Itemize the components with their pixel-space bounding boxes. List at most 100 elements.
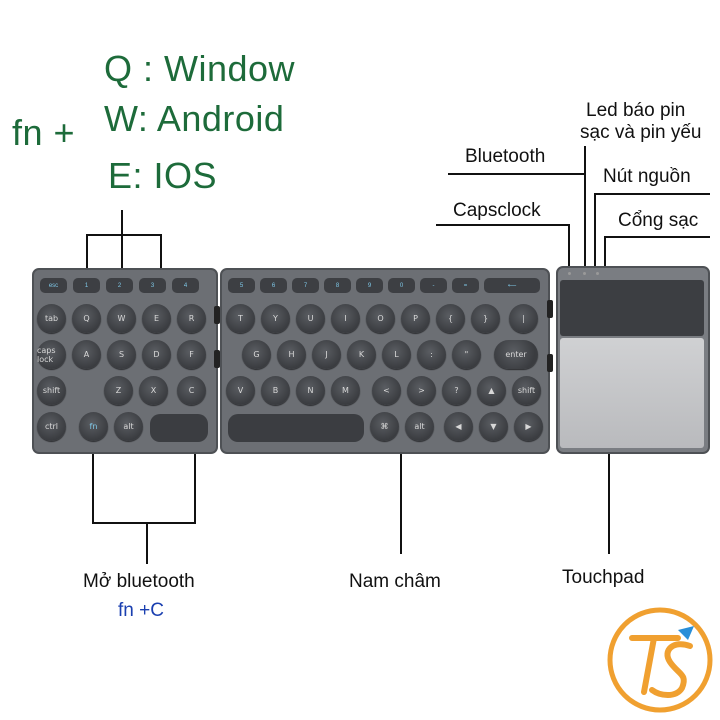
shortcut-e: E: IOS bbox=[108, 155, 218, 196]
key-question[interactable]: ? bbox=[442, 376, 471, 405]
key-w[interactable]: W bbox=[107, 304, 136, 333]
ts-logo-icon bbox=[607, 607, 713, 713]
leader-capslock-h bbox=[436, 224, 568, 226]
key-shift-right[interactable]: shift bbox=[512, 376, 541, 405]
key-y[interactable]: Y bbox=[261, 304, 290, 333]
hinge-left-bottom bbox=[214, 350, 220, 368]
leader-charge-h bbox=[604, 236, 710, 238]
key-x[interactable]: X bbox=[139, 376, 168, 405]
fn-prefix: fn + bbox=[12, 112, 76, 153]
key-ctrl[interactable]: ctrl bbox=[37, 412, 66, 441]
leader-fnc-stem bbox=[146, 522, 148, 564]
key-pipe[interactable]: | bbox=[509, 304, 538, 333]
keyboard-middle-section: 5 6 7 8 9 0 - = ⟵ T Y U I O P { } | G H … bbox=[220, 268, 550, 454]
fn-key[interactable]: 6 bbox=[260, 278, 287, 293]
fn-key[interactable]: 3 bbox=[139, 278, 166, 293]
leader-power bbox=[594, 193, 596, 266]
key-f[interactable]: F bbox=[177, 340, 206, 369]
spacebar-left[interactable] bbox=[150, 414, 208, 442]
key-d[interactable]: D bbox=[142, 340, 171, 369]
leader-bluetooth bbox=[584, 173, 586, 266]
key-arrow-down[interactable]: ▼ bbox=[479, 412, 508, 441]
key-command[interactable]: ⌘ bbox=[370, 412, 399, 441]
key-arrow-left[interactable]: ◀ bbox=[444, 412, 473, 441]
leader-qwe-bar bbox=[86, 234, 162, 236]
key-greater[interactable]: > bbox=[407, 376, 436, 405]
label-open-bluetooth-combo: fn +C bbox=[118, 600, 164, 621]
key-g[interactable]: G bbox=[242, 340, 271, 369]
leader-fn bbox=[92, 430, 94, 524]
hinge-left-top bbox=[214, 306, 220, 324]
fn-key[interactable]: 1 bbox=[73, 278, 100, 293]
fn-key-backspace[interactable]: ⟵ bbox=[484, 278, 540, 293]
key-shift-left[interactable]: shift bbox=[37, 376, 66, 405]
fn-key[interactable]: 0 bbox=[388, 278, 415, 293]
label-charge-port: Cổng sạc bbox=[618, 210, 699, 231]
fn-key[interactable]: 9 bbox=[356, 278, 383, 293]
key-alt-right[interactable]: alt bbox=[405, 412, 434, 441]
key-j[interactable]: J bbox=[312, 340, 341, 369]
key-p[interactable]: P bbox=[401, 304, 430, 333]
key-s[interactable]: S bbox=[107, 340, 136, 369]
key-m[interactable]: M bbox=[331, 376, 360, 405]
key-q[interactable]: Q bbox=[72, 304, 101, 333]
key-v[interactable]: V bbox=[226, 376, 255, 405]
key-z[interactable]: Z bbox=[104, 376, 133, 405]
fn-key[interactable]: 8 bbox=[324, 278, 351, 293]
key-l[interactable]: L bbox=[382, 340, 411, 369]
key-capslock[interactable]: caps lock bbox=[37, 340, 66, 369]
leader-charge bbox=[604, 236, 606, 266]
led-indicator bbox=[596, 272, 599, 275]
key-o[interactable]: O bbox=[366, 304, 395, 333]
fn-key[interactable]: = bbox=[452, 278, 479, 293]
key-tab[interactable]: tab bbox=[37, 304, 66, 333]
keyboard-touchpad-section bbox=[556, 266, 710, 454]
led-indicator bbox=[583, 272, 586, 275]
leader-c bbox=[194, 392, 196, 524]
key-less[interactable]: < bbox=[372, 376, 401, 405]
hinge-right-bottom bbox=[547, 354, 553, 372]
fn-key[interactable]: esc bbox=[40, 278, 67, 293]
key-brace-close[interactable]: } bbox=[471, 304, 500, 333]
key-quote[interactable]: " bbox=[452, 340, 481, 369]
key-r[interactable]: R bbox=[177, 304, 206, 333]
led-indicator bbox=[568, 272, 571, 275]
key-n[interactable]: N bbox=[296, 376, 325, 405]
label-bluetooth: Bluetooth bbox=[465, 146, 546, 167]
key-alt-left[interactable]: alt bbox=[114, 412, 143, 441]
label-capslock: Capsclock bbox=[453, 200, 541, 221]
key-fn[interactable]: fn bbox=[79, 412, 108, 441]
label-power: Nút nguồn bbox=[603, 166, 691, 187]
key-brace-open[interactable]: { bbox=[436, 304, 465, 333]
leader-power-h bbox=[594, 193, 710, 195]
key-enter[interactable]: enter bbox=[494, 340, 538, 369]
key-t[interactable]: T bbox=[226, 304, 255, 333]
leader-magnet bbox=[400, 452, 402, 554]
leader-capslock bbox=[568, 224, 570, 266]
keyboard-left-section: esc 1 2 3 4 tab Q W E R caps lock A S D … bbox=[32, 268, 218, 454]
key-e[interactable]: E bbox=[142, 304, 171, 333]
key-k[interactable]: K bbox=[347, 340, 376, 369]
key-b[interactable]: B bbox=[261, 376, 290, 405]
label-led: Led báo pin bbox=[586, 100, 686, 121]
leader-bluetooth-h bbox=[448, 173, 584, 175]
key-arrow-up[interactable]: ▲ bbox=[477, 376, 506, 405]
fn-key[interactable]: 7 bbox=[292, 278, 319, 293]
fn-key[interactable]: 2 bbox=[106, 278, 133, 293]
fn-key[interactable]: 5 bbox=[228, 278, 255, 293]
touchpad[interactable] bbox=[560, 338, 704, 448]
key-h[interactable]: H bbox=[277, 340, 306, 369]
label-magnet: Nam châm bbox=[349, 571, 441, 592]
key-i[interactable]: I bbox=[331, 304, 360, 333]
key-a[interactable]: A bbox=[72, 340, 101, 369]
key-u[interactable]: U bbox=[296, 304, 325, 333]
key-arrow-right[interactable]: ▶ bbox=[514, 412, 543, 441]
fn-key[interactable]: - bbox=[420, 278, 447, 293]
label-touchpad: Touchpad bbox=[562, 567, 645, 588]
label-led-sub: sạc và pin yếu bbox=[580, 122, 702, 143]
key-colon[interactable]: : bbox=[417, 340, 446, 369]
leader-fnc-bar bbox=[92, 522, 196, 524]
key-c[interactable]: C bbox=[177, 376, 206, 405]
fn-key[interactable]: 4 bbox=[172, 278, 199, 293]
spacebar[interactable] bbox=[228, 414, 364, 442]
